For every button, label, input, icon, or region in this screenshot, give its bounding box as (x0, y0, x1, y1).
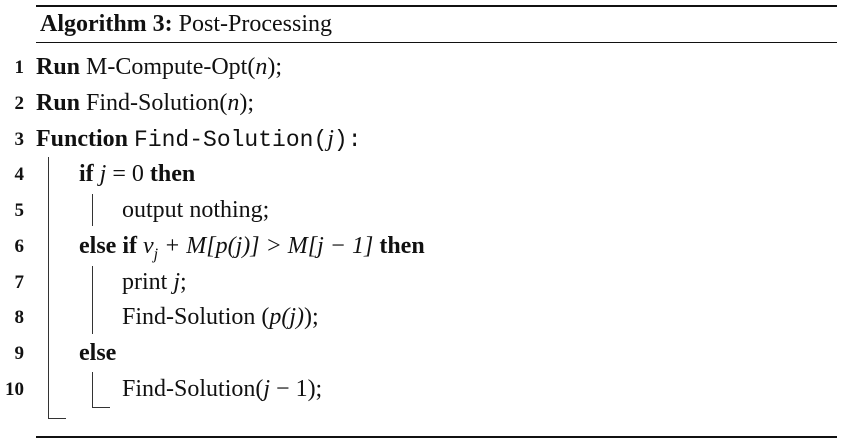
variable: j (99, 161, 107, 187)
statement-tail: − 1); (270, 376, 323, 402)
algorithm-top-rule (36, 5, 837, 7)
function-block-guide-end (48, 418, 66, 419)
keyword: Run (36, 90, 81, 116)
line-number: 5 (14, 200, 25, 221)
variable: v (142, 233, 154, 259)
variable: j (173, 269, 180, 295)
line-content: else if vj + M[p(j)] > M[j − 1] then (79, 228, 425, 273)
elseif-block-guide (92, 266, 93, 334)
line-number: 7 (14, 272, 25, 293)
algorithm-line-2: 2 Run Find-Solution(n); (0, 85, 860, 121)
statement-text: M-Compute-Opt( (80, 54, 256, 80)
keyword: else (79, 340, 117, 366)
statement-text: output nothing; (122, 197, 270, 223)
algorithm-line-6: 6 else if vj + M[p(j)] > M[j − 1] then (0, 228, 860, 264)
algorithm-line-3: 3 Function Find-Solution(j): (0, 121, 860, 157)
keyword: else if (79, 233, 137, 259)
statement-tail: ); (239, 90, 255, 116)
statement-tail: ; (180, 269, 187, 295)
statement-text: print (122, 269, 174, 295)
algorithm-title: Post-Processing (178, 11, 332, 37)
algorithm-label: Algorithm 3: (40, 11, 173, 37)
keyword-then: then (149, 161, 196, 187)
line-content: Run Find-Solution(n); (36, 85, 254, 121)
algorithm-line-7: 7 print j; (0, 264, 860, 300)
line-content: Run M-Compute-Opt(n); (36, 49, 282, 85)
line-number: 4 (14, 164, 25, 185)
line-number: 10 (5, 379, 24, 400)
algorithm-caption: Algorithm 3: Post-Processing (40, 8, 332, 40)
line-content: if j = 0 then (79, 156, 195, 192)
algorithm-caption-rule (36, 42, 837, 44)
keyword: Function (36, 126, 129, 152)
statement-text: Find-Solution ( (122, 304, 270, 330)
variable: n (227, 90, 240, 116)
else-block-guide (92, 372, 93, 408)
variable: j (327, 126, 334, 152)
line-content: print j; (122, 264, 187, 300)
function-name: Find-Solution( (134, 127, 328, 153)
statement-tail: ); (267, 54, 283, 80)
variable: j (263, 376, 271, 402)
variable: n (255, 54, 268, 80)
function-block-guide (48, 157, 49, 419)
algorithm-line-8: 8 Find-Solution (p(j)); (0, 299, 860, 335)
statement-tail: ); (304, 304, 319, 330)
statement-text: Find-Solution( (80, 90, 228, 116)
line-content: Find-Solution(j − 1); (122, 371, 322, 407)
statement-tail: ): (333, 127, 362, 153)
line-number: 8 (14, 307, 25, 328)
line-content: output nothing; (122, 192, 269, 228)
algorithm-line-10: 10 Find-Solution(j − 1); (0, 371, 860, 407)
line-number: 2 (14, 93, 25, 114)
algorithm-line-9: 9 else (0, 335, 860, 371)
algorithm-line-4: 4 if j = 0 then (0, 156, 860, 192)
line-content: Function Find-Solution(j): (36, 121, 362, 158)
line-number: 6 (14, 236, 25, 257)
algorithm-line-5: 5 output nothing; (0, 192, 860, 228)
condition: = 0 (106, 161, 150, 187)
keyword-then: then (379, 233, 425, 259)
else-block-guide-end (92, 407, 110, 408)
statement-text: Find-Solution( (122, 376, 264, 402)
keyword: if (79, 161, 94, 187)
algorithm-line-1: 1 Run M-Compute-Opt(n); (0, 49, 860, 85)
condition: + M[p(j)] > M[j − 1] (158, 233, 380, 259)
if-block-guide (92, 194, 93, 226)
line-number: 3 (14, 129, 25, 150)
subscript: j (153, 245, 159, 263)
algorithm-bottom-rule (36, 436, 837, 438)
line-number: 1 (14, 57, 25, 78)
line-number: 9 (14, 343, 25, 364)
variable: p(j) (269, 304, 305, 330)
line-content: else (79, 335, 116, 371)
line-content: Find-Solution (p(j)); (122, 299, 319, 335)
keyword: Run (36, 54, 81, 80)
